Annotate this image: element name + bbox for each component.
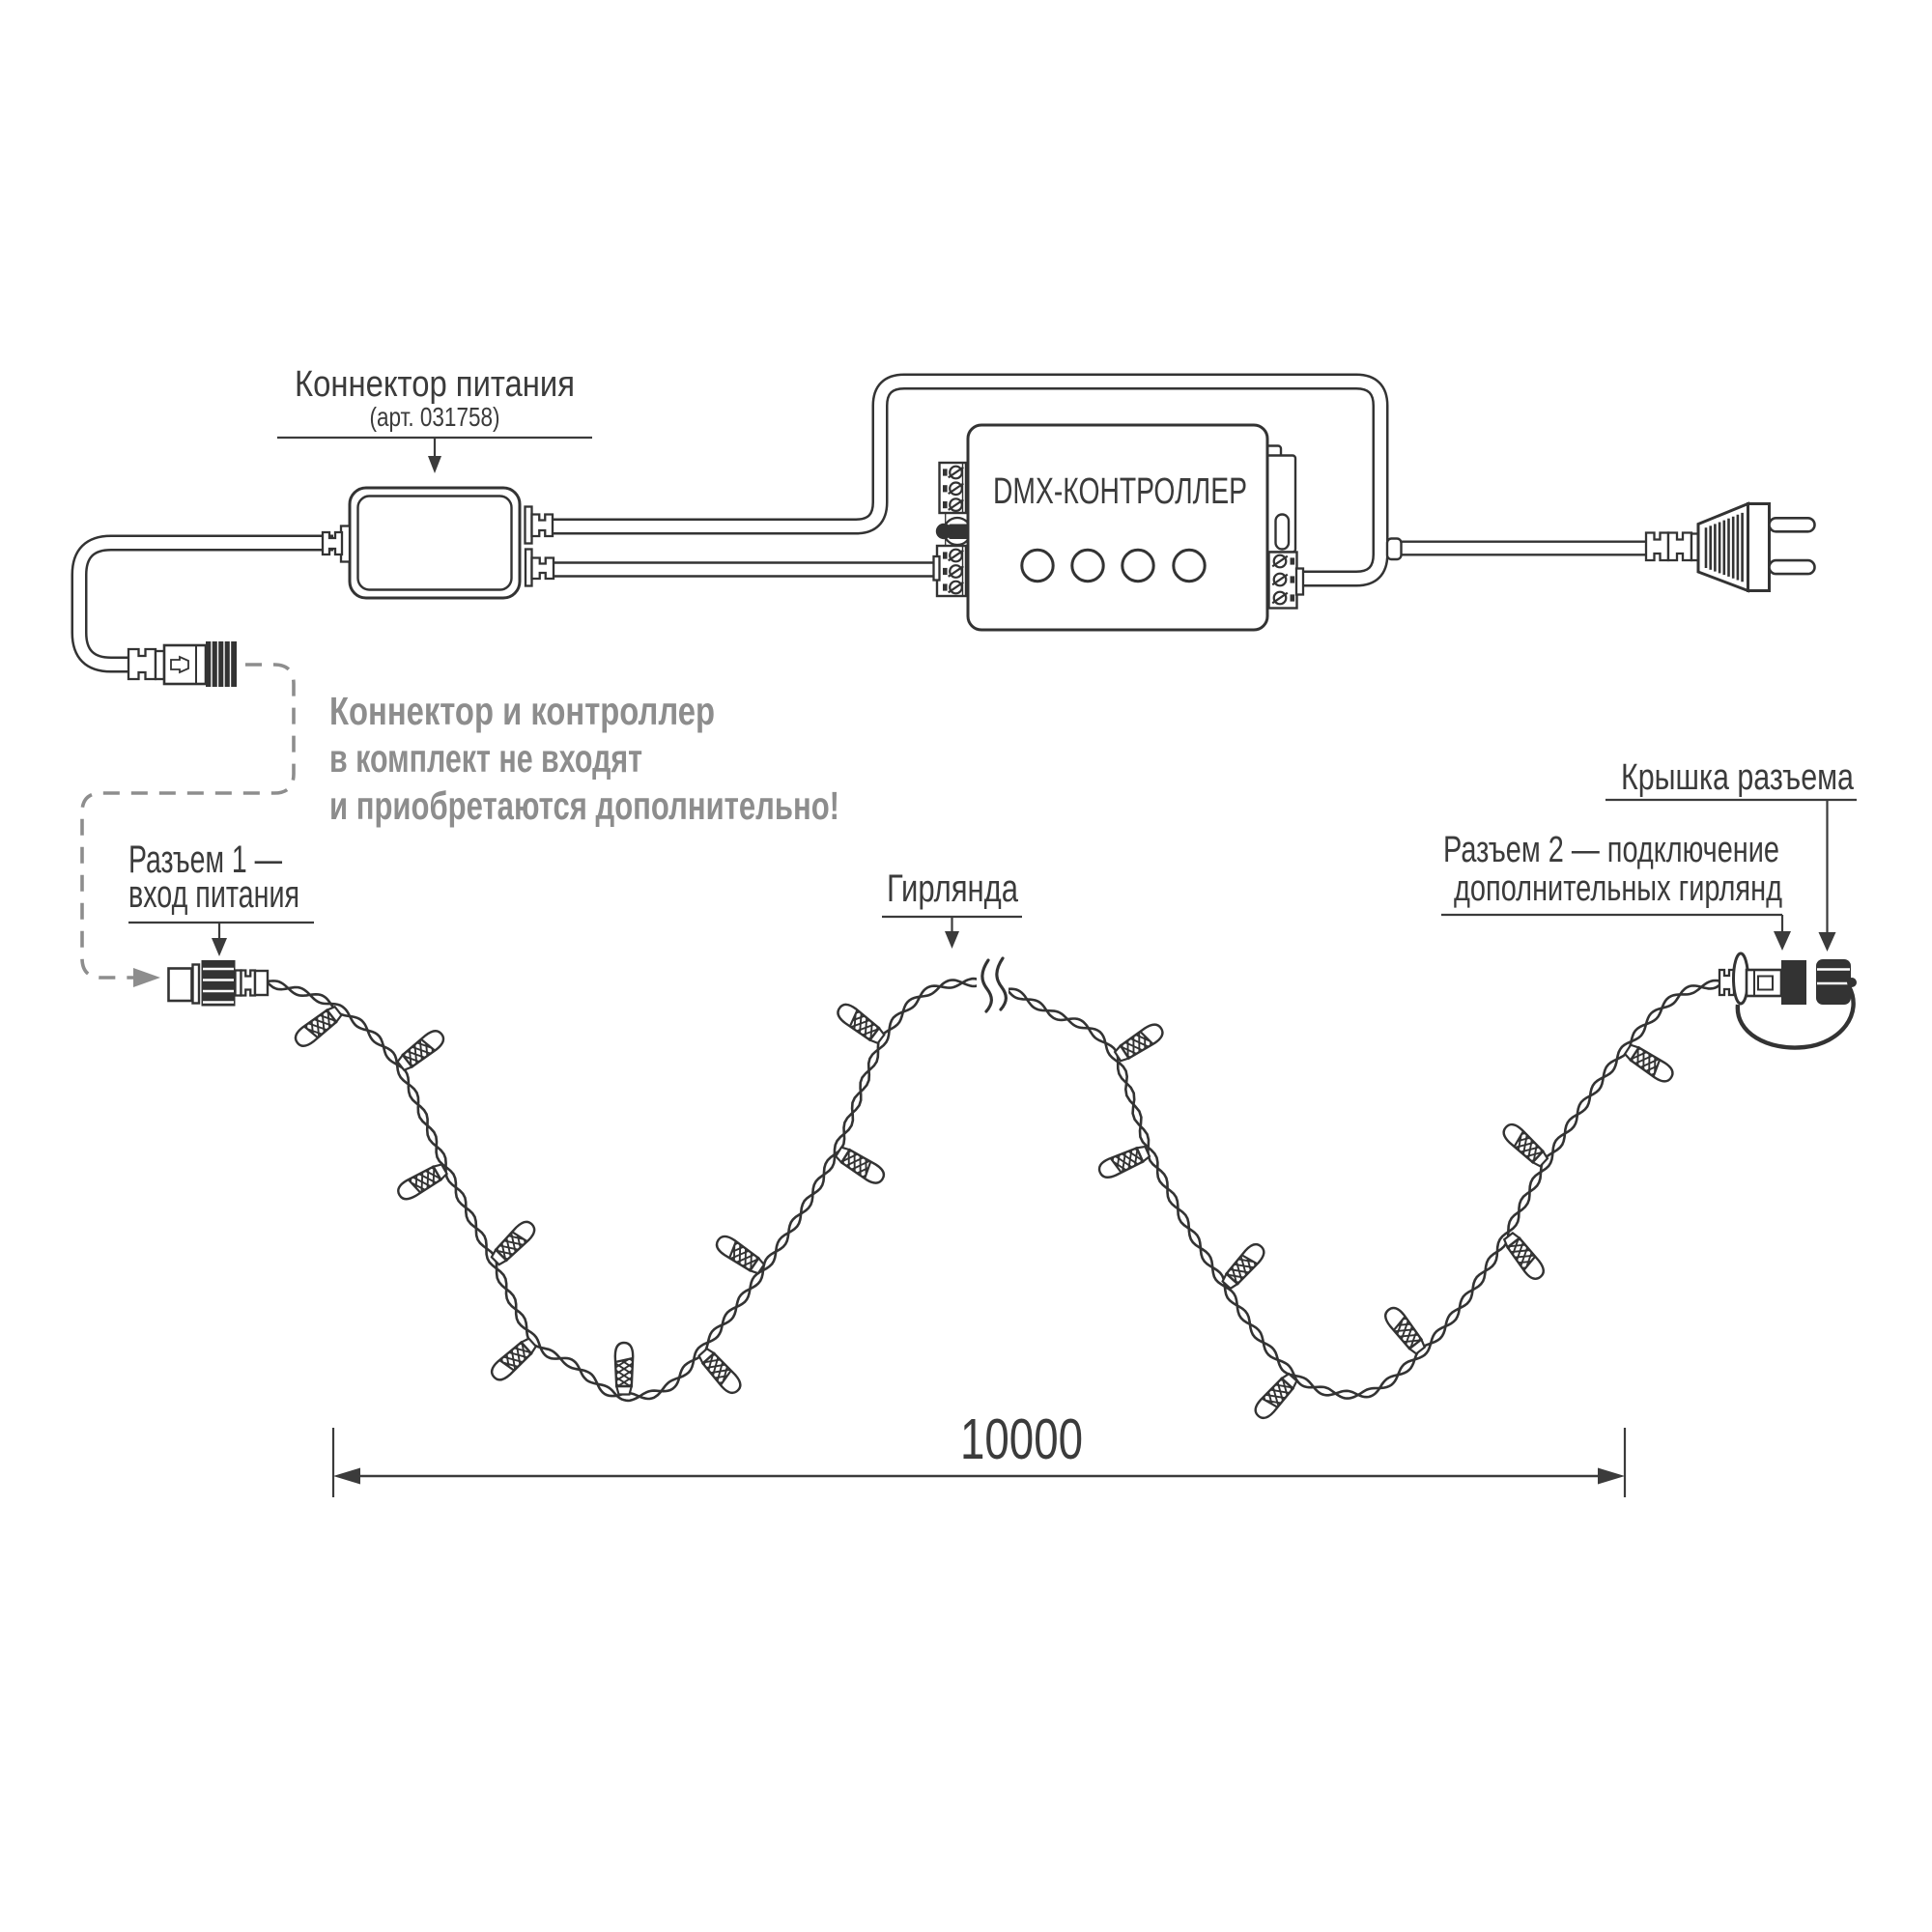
svg-text:Разъем 1 —: Разъем 1 — bbox=[128, 838, 282, 881]
svg-text:дополнительных гирлянд: дополнительных гирлянд bbox=[1454, 868, 1782, 909]
svg-text:вход питания: вход питания bbox=[128, 873, 299, 916]
svg-text:10000: 10000 bbox=[960, 1407, 1083, 1471]
svg-text:Коннектор и контроллер: Коннектор и контроллер bbox=[329, 689, 715, 733]
svg-text:Крышка разъема: Крышка разъема bbox=[1621, 757, 1855, 798]
svg-text:Разъем 2 — подключение: Разъем 2 — подключение bbox=[1443, 830, 1779, 870]
svg-text:DMX-КОНТРОЛЛЕР: DMX-КОНТРОЛЛЕР bbox=[993, 471, 1247, 512]
svg-text:и приобретаются дополнительно!: и приобретаются дополнительно! bbox=[329, 783, 839, 828]
svg-text:(арт. 031758): (арт. 031758) bbox=[370, 402, 500, 432]
svg-text:в комплект не входят: в комплект не входят bbox=[329, 736, 642, 781]
svg-text:Гирлянда: Гирлянда bbox=[887, 867, 1019, 910]
svg-text:Коннектор питания: Коннектор питания bbox=[295, 364, 575, 405]
